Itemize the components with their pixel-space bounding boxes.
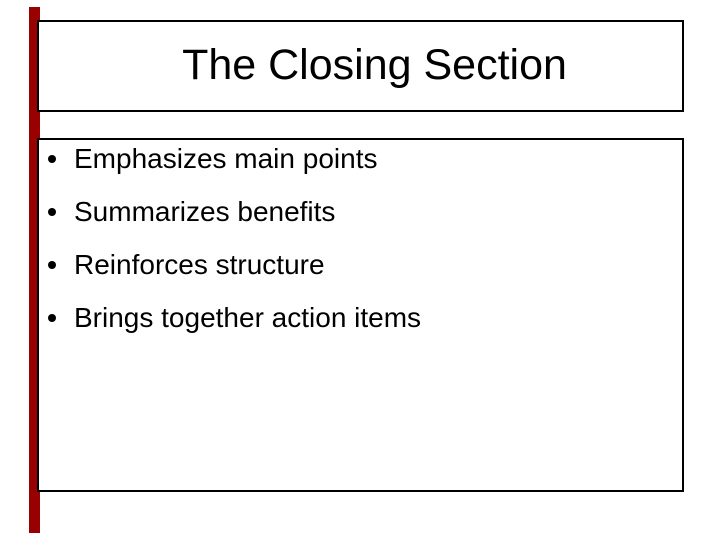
bullet-dot-icon <box>48 155 56 163</box>
bullet-item: Brings together action items <box>39 301 672 335</box>
bullet-text: Brings together action items <box>74 302 422 333</box>
bullet-list: Emphasizes main points Summarizes benefi… <box>39 140 682 335</box>
bullet-item: Emphasizes main points <box>39 142 672 176</box>
bullet-dot-icon <box>48 314 56 322</box>
bullet-text: Emphasizes main points <box>74 143 378 174</box>
bullet-item: Summarizes benefits <box>39 195 672 229</box>
bullet-item: Reinforces structure <box>39 248 672 282</box>
bullet-text: Summarizes benefits <box>74 196 336 227</box>
bullet-dot-icon <box>48 261 56 269</box>
slide-title: The Closing Section <box>182 41 567 90</box>
left-accent-bar <box>29 7 40 533</box>
bullet-text: Reinforces structure <box>74 249 325 280</box>
title-box: The Closing Section <box>37 20 684 112</box>
content-box: Emphasizes main points Summarizes benefi… <box>37 138 684 492</box>
bullet-dot-icon <box>48 208 56 216</box>
